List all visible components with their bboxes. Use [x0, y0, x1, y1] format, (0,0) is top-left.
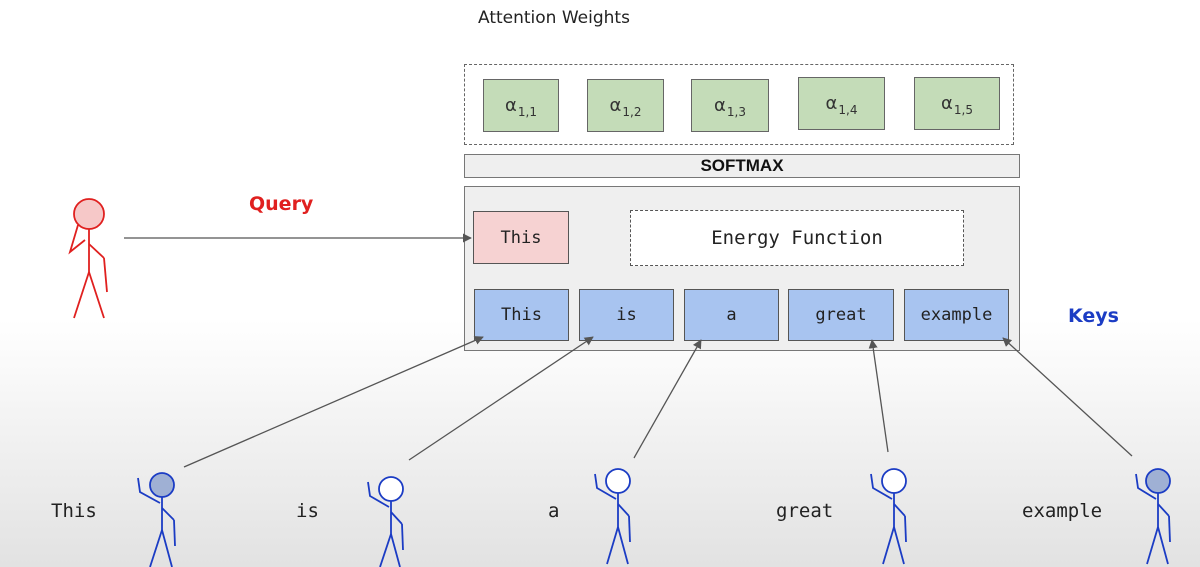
key-person-icon: [137, 472, 176, 567]
key-box-a: a: [684, 289, 779, 341]
query-box: This: [473, 211, 569, 264]
key-box-example: example: [904, 289, 1009, 341]
weight-subscript: 1,4: [838, 102, 858, 117]
key-box-great: great: [788, 289, 894, 341]
key-person-icon: [594, 468, 631, 565]
key-box-this: This: [474, 289, 569, 341]
word-great: great: [776, 500, 834, 522]
weight-symbol: α: [609, 95, 622, 116]
key-arrow-4: [868, 339, 889, 453]
key-person-icon: [367, 476, 404, 567]
softmax-bar: SOFTMAX: [464, 154, 1020, 178]
query-label: Query: [249, 193, 314, 215]
query-person-icon: [68, 198, 108, 319]
weight-symbol: α: [825, 93, 838, 114]
key-person-icon: [870, 468, 907, 565]
key-arrow-3: [633, 339, 702, 459]
key-arrow-5: [1002, 337, 1133, 457]
weight-subscript: 1,3: [726, 104, 746, 119]
word-this: This: [51, 500, 97, 522]
weight-symbol: α: [505, 95, 517, 116]
keys-label: Keys: [1068, 305, 1119, 327]
weight-subscript: 1,1: [517, 104, 537, 119]
diagram-title: Attention Weights: [478, 8, 630, 28]
weight-subscript: 1,5: [953, 102, 973, 117]
word-a: a: [548, 500, 560, 522]
key-person-icon: [1135, 468, 1171, 565]
word-example: example: [1022, 500, 1103, 522]
key-box-is: is: [579, 289, 674, 341]
energy-function-box: Energy Function: [630, 210, 964, 266]
weight-symbol: α: [714, 95, 726, 116]
attention-weights-frame: [464, 64, 1014, 145]
key-arrow-1: [183, 336, 484, 468]
weight-symbol: α: [941, 93, 953, 114]
key-arrow-2: [408, 336, 594, 461]
weight-subscript: 1,2: [622, 104, 642, 119]
word-is: is: [296, 500, 319, 522]
